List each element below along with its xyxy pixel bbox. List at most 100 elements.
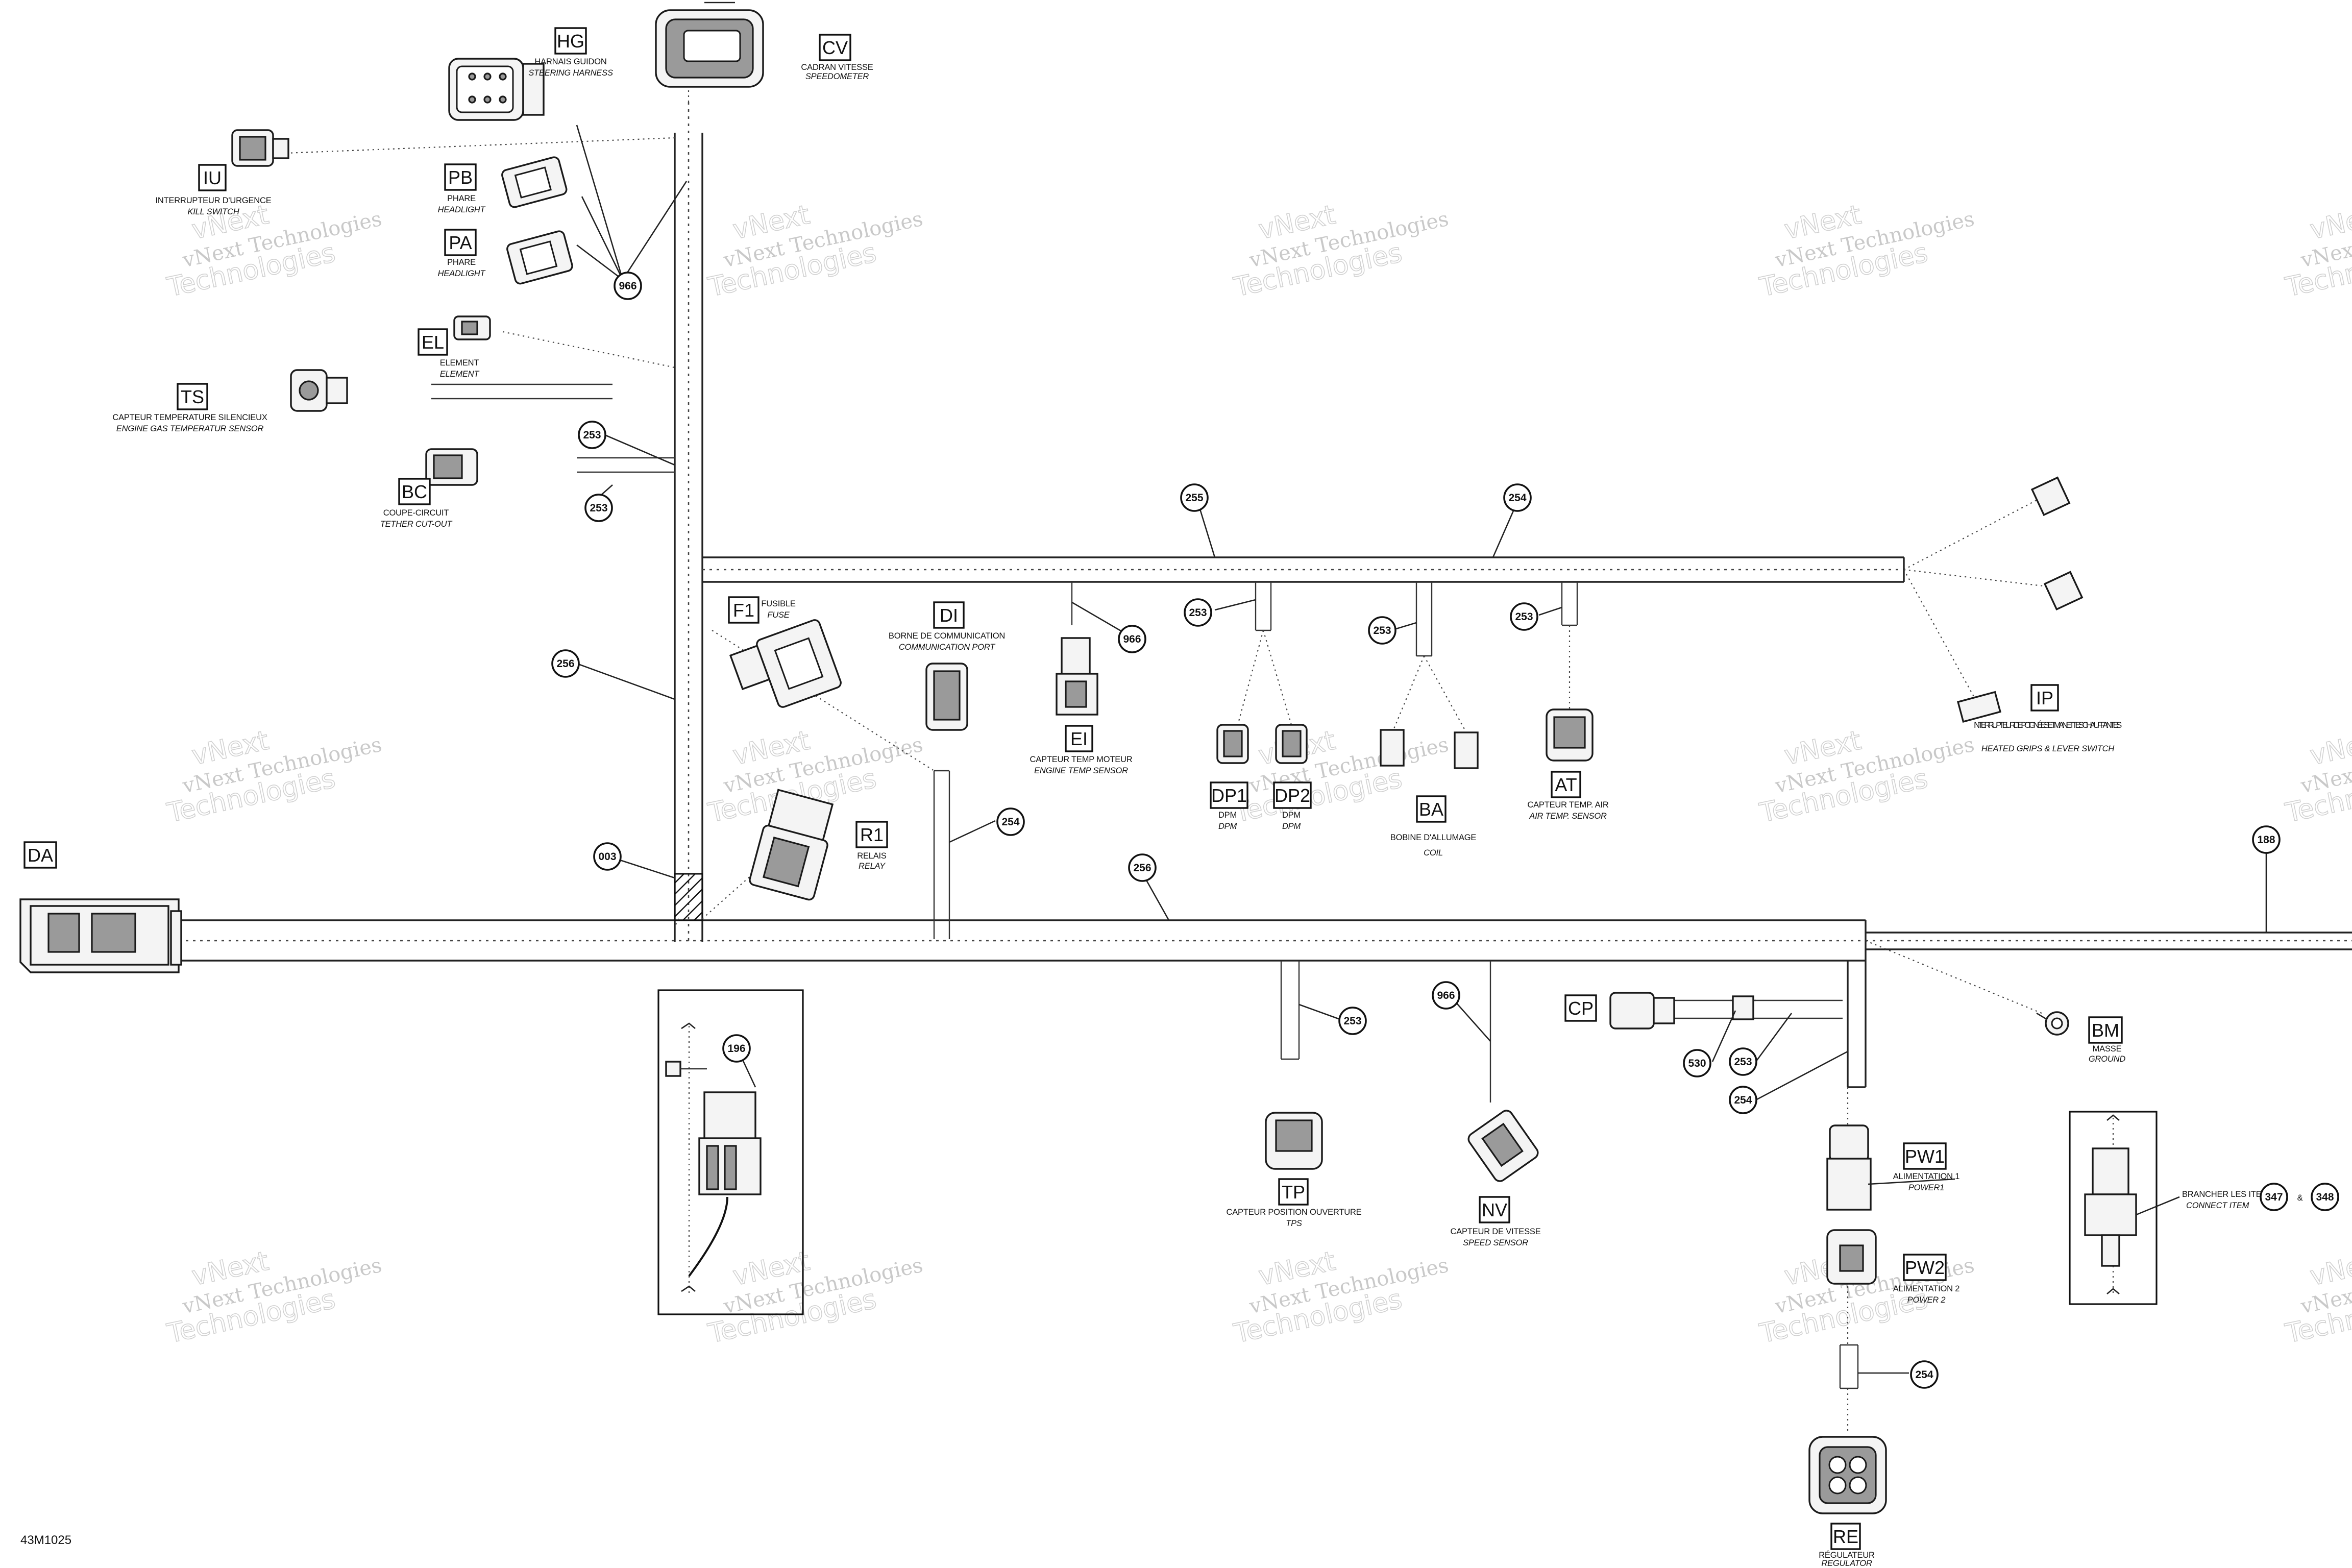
- svg-text:REGULATOR: REGULATOR: [1821, 1559, 1872, 1568]
- svg-text:FUSE: FUSE: [767, 610, 790, 620]
- svg-text:255: 255: [1185, 492, 1203, 504]
- svg-text:SPEEDOMETER: SPEEDOMETER: [805, 72, 869, 81]
- component-label-dp2: DP2 DPM DPM: [1273, 781, 1312, 831]
- svg-text:DPM: DPM: [1218, 811, 1237, 820]
- watermark: vNext vNext Technologies Technologies: [2282, 725, 2352, 829]
- component-label-bm: BM MASSE GROUND: [2088, 1016, 2126, 1064]
- svg-text:PW1: PW1: [1905, 1146, 1945, 1167]
- svg-text:STEERING HARNESS: STEERING HARNESS: [528, 68, 613, 78]
- svg-text:ELEMENT: ELEMENT: [440, 358, 479, 368]
- svg-text:CAPTEUR TEMPERATURE SILENCIEUX: CAPTEUR TEMPERATURE SILENCIEUX: [112, 413, 267, 422]
- power1-connector-icon: [1826, 1124, 1872, 1211]
- svg-text:TETHER CUT-OUT: TETHER CUT-OUT: [380, 520, 453, 529]
- watermark-layer: vNext vNext Technologies Technologies vN…: [164, 199, 2352, 1350]
- cp-connector-icon: [1609, 992, 1754, 1030]
- svg-text:&: &: [2297, 1193, 2303, 1203]
- svg-text:256: 256: [556, 658, 574, 670]
- component-label-nv: NV CAPTEUR DE VITESSE SPEED SENSOR: [1450, 1196, 1541, 1247]
- svg-text:CAPTEUR TEMP MOTEUR: CAPTEUR TEMP MOTEUR: [1030, 755, 1133, 764]
- power2-connector-icon: [1826, 1229, 1877, 1285]
- kill-switch-connector-icon: [231, 129, 289, 167]
- svg-text:966: 966: [1437, 990, 1455, 1001]
- main-trunk: [179, 919, 1866, 962]
- svg-text:SPEED SENSOR: SPEED SENSOR: [1463, 1238, 1528, 1247]
- ecu-connector-icon: [19, 898, 182, 973]
- svg-text:DPM: DPM: [1282, 811, 1301, 820]
- svg-text:EI: EI: [1070, 728, 1088, 749]
- component-label-tp: TP CAPTEUR POSITION OUVERTURE TPS: [1227, 1178, 1362, 1228]
- svg-text:MASSE: MASSE: [2093, 1044, 2122, 1054]
- svg-text:966: 966: [619, 280, 636, 292]
- svg-text:TS: TS: [181, 386, 204, 407]
- svg-text:254: 254: [1734, 1094, 1752, 1106]
- svg-text:HEADLIGHT: HEADLIGHT: [438, 205, 486, 214]
- svg-text:348: 348: [2316, 1191, 2334, 1203]
- svg-text:ALIMENTATION 2: ALIMENTATION 2: [1893, 1284, 1959, 1293]
- svg-text:253: 253: [1515, 611, 1533, 623]
- svg-text:HG: HG: [557, 31, 584, 52]
- svg-text:NV: NV: [1482, 1199, 1507, 1220]
- svg-text:GROUND: GROUND: [2089, 1055, 2125, 1064]
- drawing-id: 43M1025: [20, 1533, 71, 1547]
- svg-text:347: 347: [2265, 1191, 2283, 1203]
- callout-966-hg: 966: [614, 272, 642, 300]
- headlight-pb-connector-icon: [501, 156, 568, 208]
- heated-grips-connector-icon: [1957, 476, 2084, 723]
- component-label-pa: PA PHARE HEADLIGHT: [438, 229, 486, 278]
- svg-text:DPM: DPM: [1218, 822, 1237, 831]
- watermark: vNext vNext Technologies Technologies: [2282, 1245, 2352, 1350]
- svg-text:RELAIS: RELAIS: [857, 851, 887, 861]
- component-label-pw2: PW2 ALIMENTATION 2 POWER 2: [1893, 1254, 1959, 1305]
- air-temp-sensor-icon: [1546, 708, 1594, 762]
- speedometer-connector-icon: [655, 2, 764, 88]
- watermark: vNext vNext Technologies Technologies: [1231, 199, 1451, 303]
- callout-254-upper: 254: [1503, 483, 1532, 512]
- svg-text:BORNE DE COMMUNICATION: BORNE DE COMMUNICATION: [889, 631, 1005, 641]
- svg-text:BA: BA: [1419, 799, 1443, 820]
- component-label-cp: CP: [1564, 994, 1597, 1022]
- component-label-ts: TS CAPTEUR TEMPERATURE SILENCIEUX ENGINE…: [112, 383, 267, 433]
- engine-temp-sensor-icon: [1056, 637, 1098, 716]
- svg-text:003: 003: [598, 851, 616, 863]
- gas-temp-sensor-connector-icon: [290, 369, 348, 412]
- coil-connector-icon: [1380, 729, 1479, 769]
- svg-text:188: 188: [2257, 834, 2275, 846]
- svg-text:ELEMENT: ELEMENT: [440, 370, 480, 379]
- relay-inset: [657, 989, 804, 1315]
- relay-icon: [749, 789, 834, 901]
- component-label-dp1: DP1 DPM DPM: [1210, 781, 1248, 831]
- svg-text:PW2: PW2: [1905, 1257, 1945, 1278]
- harness-trunks: [179, 15, 2352, 1434]
- svg-text:530: 530: [1688, 1058, 1706, 1069]
- svg-text:EL: EL: [422, 332, 444, 353]
- svg-text:vNext: vNext: [2308, 1246, 2352, 1292]
- svg-text:254: 254: [1508, 492, 1526, 504]
- callout-530: 530: [1683, 1049, 1711, 1077]
- svg-text:DP1: DP1: [1211, 785, 1247, 806]
- svg-text:vNext: vNext: [2308, 725, 2352, 771]
- svg-text:CONNECT ITEM: CONNECT ITEM: [2186, 1201, 2249, 1210]
- callout-966-ei: 966: [1118, 625, 1146, 653]
- watermark: vNext vNext Technologies Technologies: [2282, 199, 2352, 303]
- tps-connector-icon: [1265, 1112, 1323, 1170]
- svg-text:ENGINE GAS TEMPERATUR SENSOR: ENGINE GAS TEMPERATUR SENSOR: [116, 424, 264, 433]
- callout-255: 255: [1180, 483, 1209, 512]
- component-label-ip: IP INTERRUPTEUR DE POIGNÉES ET MANETTES …: [1974, 684, 2122, 753]
- callout-254-pw: 254: [1729, 1086, 1757, 1114]
- svg-text:966: 966: [1123, 633, 1141, 645]
- svg-text:KILL SWITCH: KILL SWITCH: [187, 207, 239, 216]
- svg-text:196: 196: [727, 1043, 745, 1055]
- component-label-pb: PB PHARE HEADLIGHT: [438, 163, 486, 214]
- component-label-hg: HG HARNAIS GUIDON STEERING HARNESS: [528, 27, 613, 78]
- callout-196: 196: [722, 1034, 751, 1063]
- callout-253-cp: 253: [1729, 1047, 1757, 1076]
- component-label-cv: CV CADRAN VITESSE SPEEDOMETER: [801, 34, 873, 81]
- component-label-at: AT CAPTEUR TEMP. AIR AIR TEMP. SENSOR: [1527, 771, 1609, 821]
- svg-text:vNext: vNext: [2308, 200, 2352, 246]
- svg-text:TP: TP: [1282, 1182, 1305, 1203]
- svg-text:COIL: COIL: [1424, 848, 1443, 857]
- svg-text:CADRAN VITESSE: CADRAN VITESSE: [801, 63, 873, 72]
- svg-text:BOBINE D'ALLUMAGE: BOBINE D'ALLUMAGE: [1390, 833, 1477, 842]
- svg-text:CAPTEUR POSITION OUVERTURE: CAPTEUR POSITION OUVERTURE: [1227, 1208, 1362, 1217]
- callout-254-di: 254: [996, 807, 1025, 836]
